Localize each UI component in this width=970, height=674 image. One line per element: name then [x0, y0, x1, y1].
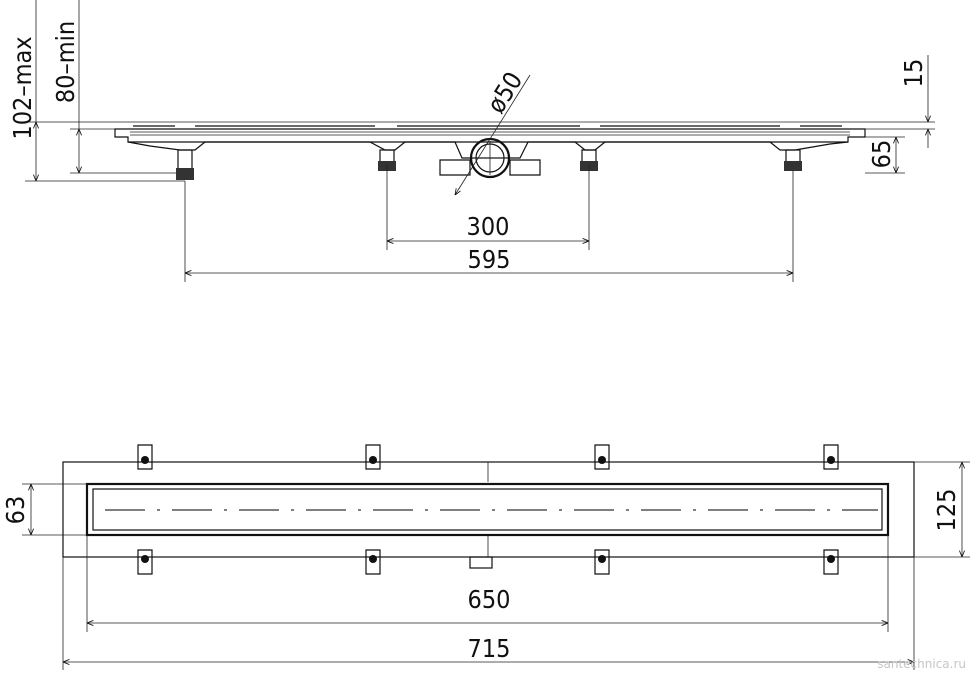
mounting-brackets: [137, 444, 839, 575]
total-width-label: 125: [932, 489, 961, 532]
leg-spacing-label: 300: [467, 212, 510, 241]
grate-height-label: 15: [899, 59, 928, 88]
channel-length-label: 650: [468, 585, 511, 614]
pipe-diameter-label: ø50: [481, 67, 528, 118]
drain-channel: [85, 482, 890, 537]
watermark: santechnica.ru: [877, 657, 966, 671]
side-view: 102–max 80–min ø50 15 65 300 595: [8, 0, 935, 282]
min-height-label: 80–min: [51, 21, 80, 103]
outlet-pipe: [455, 74, 531, 195]
total-length-label: 715: [468, 634, 511, 663]
leg-span-label: 595: [468, 245, 511, 274]
max-height-label: 102–max: [8, 36, 37, 139]
top-view: 63 125 650 715: [1, 444, 970, 670]
adjustable-legs: [176, 149, 802, 180]
channel-width-label: 63: [1, 496, 30, 525]
outlet-height-label: 65: [867, 140, 896, 169]
